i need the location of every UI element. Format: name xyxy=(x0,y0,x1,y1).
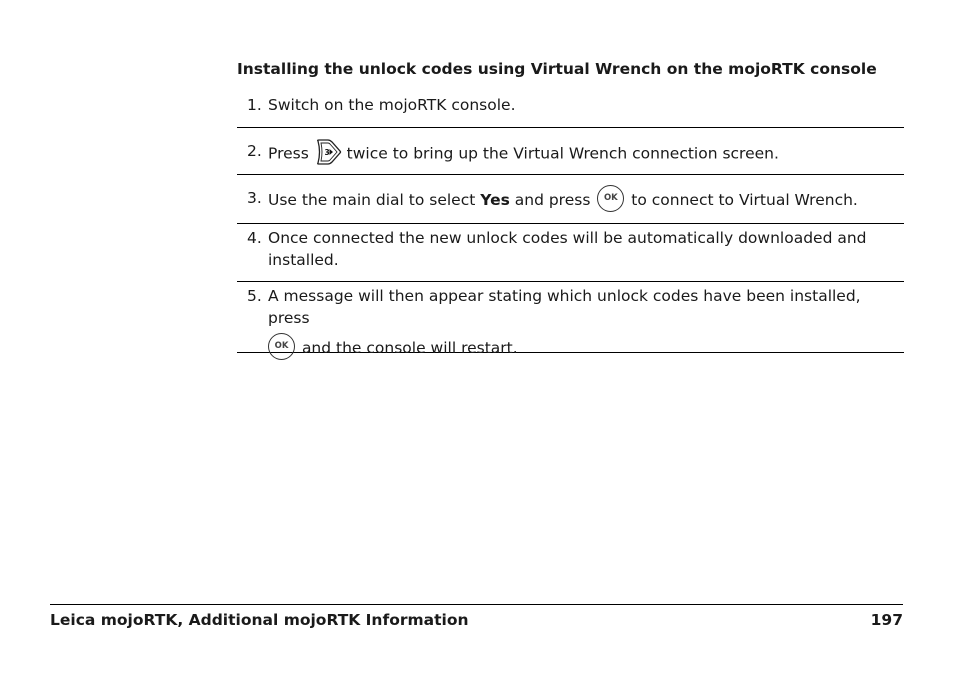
keypad-3-icon: 3 xyxy=(316,139,341,165)
footer-divider xyxy=(50,604,903,605)
footer-title: Leica mojoRTK, Additional mojoRTK Inform… xyxy=(50,611,469,629)
step-text: Switch on the mojoRTK console. xyxy=(268,96,516,114)
step-number: 2. xyxy=(247,142,262,160)
step-text-pre: Press xyxy=(268,144,309,163)
step-number: 5. xyxy=(247,287,262,305)
step-5: 5. A message will then appear stating wh… xyxy=(237,282,904,360)
page-number: 197 xyxy=(870,611,903,629)
step-5-line-2: OK and the console will restart. xyxy=(268,333,902,362)
step-number: 1. xyxy=(247,96,262,114)
step-1: 1. Switch on the mojoRTK console. xyxy=(237,88,904,128)
steps-list: 1. Switch on the mojoRTK console. 2. Pre… xyxy=(237,88,904,360)
section-heading: Installing the unlock codes using Virtua… xyxy=(237,60,877,78)
step-number: 4. xyxy=(247,229,262,247)
step-text-pre: A message will then appear stating which… xyxy=(268,287,861,327)
step-3: 3. Use the main dial to select Yes and p… xyxy=(237,175,904,224)
step-text-post: twice to bring up the Virtual Wrench con… xyxy=(346,144,779,163)
step-text-bold: Yes xyxy=(480,191,510,209)
step-text: Once connected the new unlock codes will… xyxy=(268,229,867,269)
step-4: 4. Once connected the new unlock codes w… xyxy=(237,224,904,282)
step-text-post: to connect to Virtual Wrench. xyxy=(631,191,858,209)
step-number: 3. xyxy=(247,189,262,207)
ok-button-icon: OK xyxy=(268,333,295,360)
step-text-post: and the console will restart. xyxy=(301,339,518,357)
step-2: 2. Press 3 twice to bring up the Virtual… xyxy=(237,128,904,175)
step-text-mid: and press xyxy=(514,191,591,209)
key-label: 3 xyxy=(324,148,329,157)
step-text-pre: Use the main dial to select xyxy=(268,191,476,209)
ok-button-icon: OK xyxy=(597,185,625,212)
